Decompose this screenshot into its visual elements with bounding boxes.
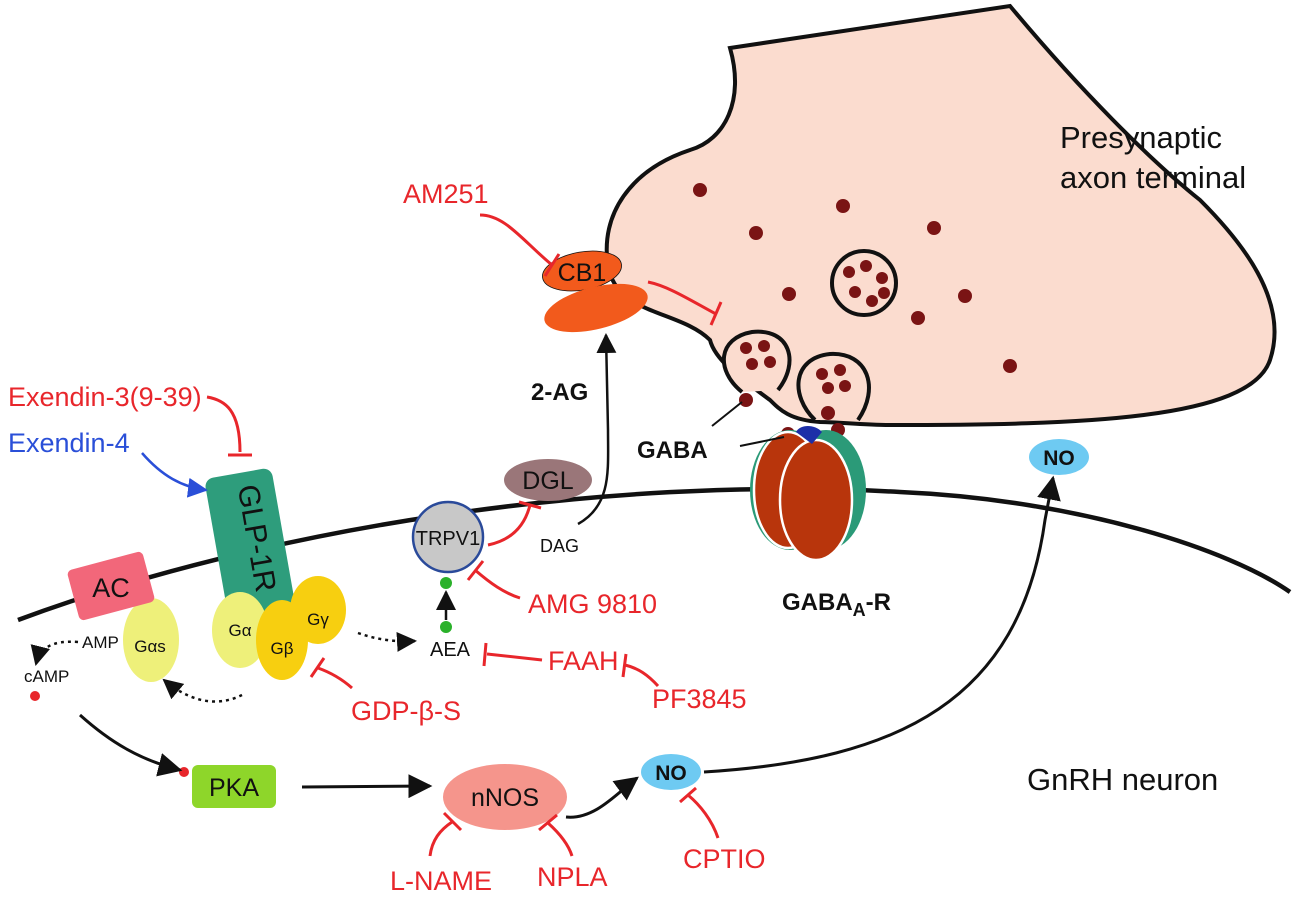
arrow-dag-to-2ag [577,333,617,526]
no-bottom-label: NO [655,762,687,785]
inhibit-gdpbs-bar [309,657,326,678]
terminal-label-line2: axon terminal [1060,160,1246,195]
pka-kinase [192,765,276,808]
inhibit-cptio-bar [679,786,697,804]
faah-label: FAAH [548,646,619,676]
cptio-label: CPTIO [683,844,766,874]
amg9810-label: AMG 9810 [528,589,657,619]
inhibit-trpv1-dgl-bar [518,500,542,510]
arrow-gprotein-to-aea [357,631,417,652]
trpv1-channel [411,500,485,574]
aea-dot-bottom [440,621,452,633]
dag-label: DAG [540,536,579,556]
inhibit-cb1-release [647,280,717,316]
nnos-enzyme [443,764,567,830]
inhibit-gdpbs-gprotein [317,666,353,690]
arrow-amp-to-camp [30,640,79,666]
g-alpha-label: Gα [228,621,251,640]
gaba-a-receptor-label: GABAA-R [782,589,891,620]
g-alpha-s-label: Gαs [134,637,166,656]
g-alpha-s [123,598,179,682]
gaba-a-receptor [750,426,866,562]
dgl-label: DGL [522,467,574,495]
aea-dot-top [440,577,452,589]
inhibit-cptio-no [687,793,720,839]
gaba-pointer-2 [739,436,785,447]
trpv1-label: TRPV1 [416,528,480,550]
inhibit-pf3845-faah [624,663,660,688]
no-molecule-top [1029,439,1089,475]
amp-label: AMP [82,633,119,652]
gaba-label: GABA [637,437,708,464]
aea-label: AEA [430,639,471,661]
inhibit-cb1-release-bar [709,301,723,326]
arrow-no-to-terminal [703,475,1061,774]
gdpbs-label: GDP-β-S [351,696,461,726]
inhibit-npla-nnos [546,821,574,857]
inhibit-amg9810-bar [466,560,485,581]
gaba-vesicles [693,183,1017,441]
cb1-label: CB1 [558,259,607,287]
inhibit-trpv1-dgl [487,504,532,547]
inhibit-faah-bar [482,642,488,667]
arrow-camp-to-pka [78,713,183,777]
inhibit-lname-nnos [428,820,453,857]
npla-label: NPLA [537,862,608,892]
terminal-label-line1: Presynaptic [1060,120,1222,155]
inhibit-faah-aea [486,652,543,662]
arrow-nnos-to-no [565,776,639,819]
inhibit-am251-bar [543,253,561,277]
pka-label: PKA [209,774,259,802]
lname-label: L-NAME [390,866,492,896]
dgl-enzyme [504,459,592,501]
arrow-gprotein-to-gas [162,678,243,703]
two-ag-label: 2-AG [531,379,588,406]
inhibit-amg9810-trpv1 [474,568,521,600]
gaba-pointer-1 [711,401,743,427]
g-beta [256,600,308,680]
adenylyl-cyclase [67,551,155,621]
camp-label: cAMP [24,667,69,686]
exendin3-label: Exendin-3(9-39) [8,382,202,412]
g-beta-label: Gβ [270,639,293,658]
no-molecule-bottom [641,754,701,790]
am251-label: AM251 [403,179,489,209]
ac-label: AC [92,573,130,603]
pka-camp-dot [179,767,189,777]
cb1-receptor-bottom [544,283,648,333]
arrow-pka-to-nnos [301,774,433,799]
inhibit-am251-cb1 [479,213,553,267]
gnrh-neuron-label: GnRH neuron [1027,762,1218,797]
inhibit-exendin3-glp1r [206,395,242,453]
pf3845-label: PF3845 [652,684,747,714]
no-top-label: NO [1043,447,1075,470]
inhibit-pf3845-bar [621,653,628,678]
inhibit-npla-bar [538,813,558,832]
camp-dot [30,691,40,701]
exendin4-label: Exendin-4 [8,428,130,458]
g-alpha [212,592,268,668]
nnos-label: nNOS [471,784,539,812]
arrow-exendin4-to-glp1r [141,452,208,498]
presynaptic-terminal [604,3,1277,428]
g-gamma-label: Gγ [307,610,329,629]
inhibit-lname-bar [442,811,463,832]
